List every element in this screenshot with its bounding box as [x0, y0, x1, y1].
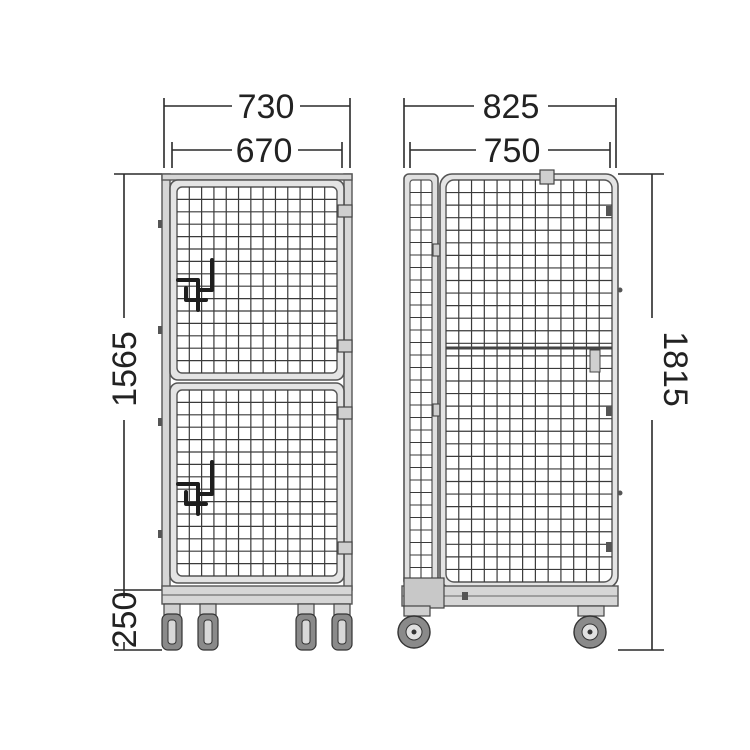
front-hinges	[337, 204, 353, 555]
front-view	[158, 173, 353, 651]
side-base	[401, 577, 619, 609]
dimension-lines	[114, 98, 664, 651]
dim-1565-label: 1565	[106, 331, 144, 407]
dim-670-label: 670	[236, 132, 293, 170]
side-caster-wheels	[397, 605, 607, 649]
dim-730-label: 730	[238, 88, 295, 126]
dim-825-label: 825	[483, 88, 540, 126]
front-upper-gate	[169, 179, 345, 381]
latch-handle-icon	[176, 258, 214, 312]
latch-handle-icon	[176, 460, 214, 516]
dim-1815-label: 1815	[656, 331, 694, 407]
side-main-panel	[439, 169, 623, 589]
side-view	[397, 169, 623, 649]
side-folded-panel	[403, 173, 446, 587]
dim-750-label: 750	[484, 132, 541, 170]
front-lower-gate	[169, 382, 345, 584]
front-base	[161, 585, 353, 605]
front-caster-wheels	[161, 603, 353, 651]
dim-250-label: 250	[106, 592, 144, 649]
